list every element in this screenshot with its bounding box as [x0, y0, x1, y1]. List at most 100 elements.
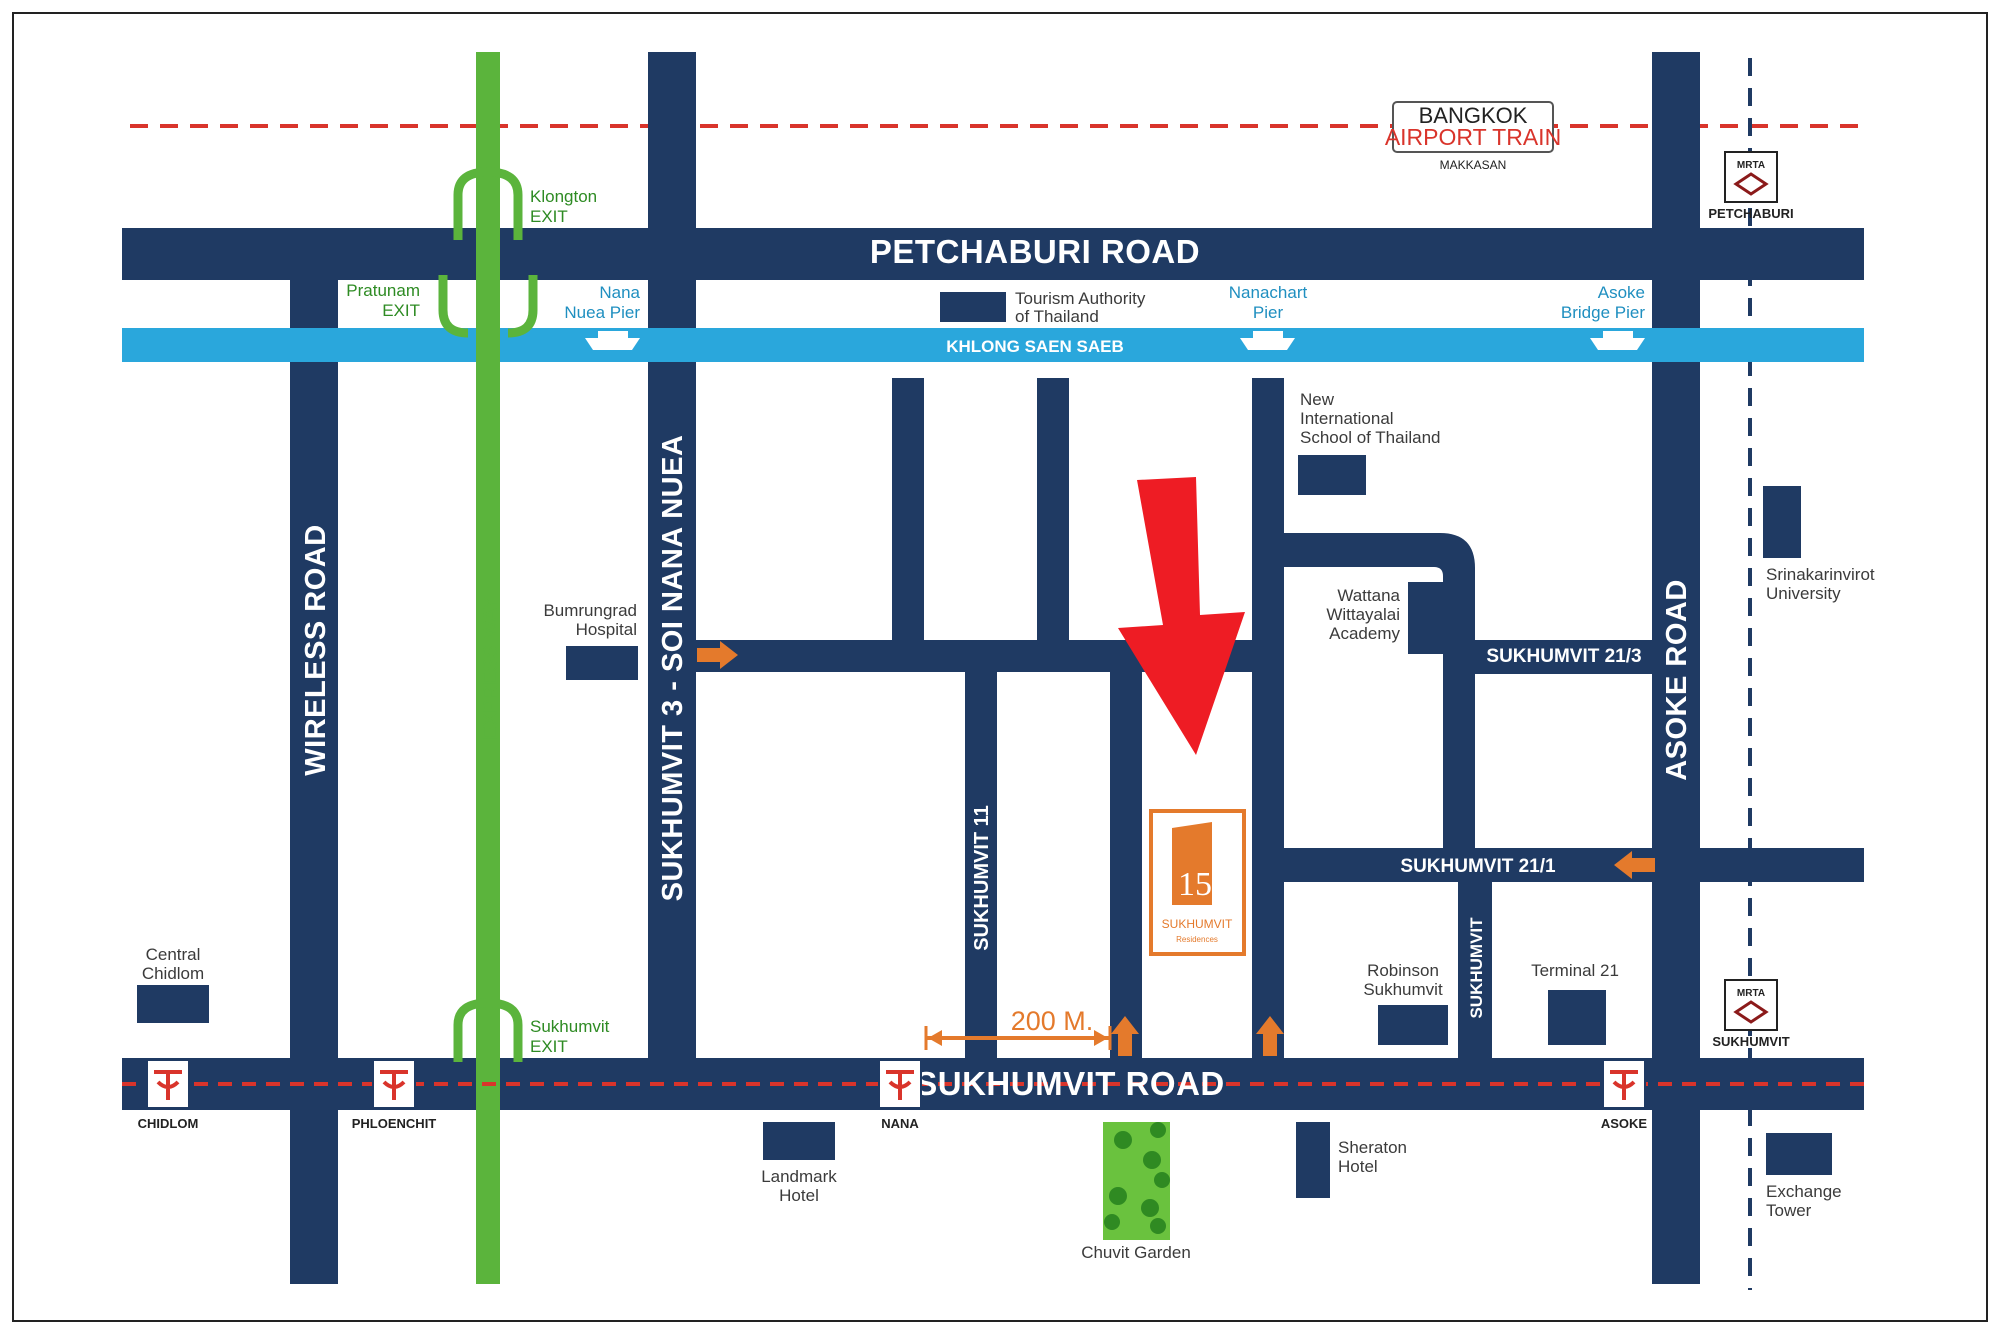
- sheraton-block: [1296, 1122, 1330, 1198]
- bts-asoke-label: ASOKE: [1601, 1116, 1648, 1131]
- 15-sukhumvit-building: 15 SUKHUMVIT Residences: [1149, 809, 1246, 956]
- nist-label-3: School of Thailand: [1300, 428, 1441, 447]
- terminal-21-block: [1548, 990, 1606, 1045]
- boat-icon: [1590, 331, 1645, 350]
- klongton-exit-label-1: Klongton: [530, 187, 597, 206]
- asoke-road-label: ASOKE ROAD: [1661, 579, 1693, 781]
- soi-b: [1037, 378, 1069, 640]
- robinson-label-1: Robinson: [1367, 961, 1439, 980]
- wattana-label-1: Wattana: [1337, 586, 1400, 605]
- distance-marker: [924, 1026, 1112, 1050]
- asoke-bridge-pier-label-2: Bridge Pier: [1561, 303, 1645, 322]
- soi-c: [1110, 665, 1142, 1060]
- sukhumvit-11-road: [965, 665, 997, 1060]
- nist-label-2: International: [1300, 409, 1394, 428]
- mrt-petchaburi-label: PETCHABURI: [1708, 206, 1793, 221]
- sukhumvit-exit-label-1: Sukhumvit: [530, 1017, 610, 1036]
- terminal-21-label: Terminal 21: [1531, 961, 1619, 980]
- nanachart-pier-label-1: Nanachart: [1229, 283, 1308, 302]
- asoke-bridge-pier-label-1: Asoke: [1598, 283, 1645, 302]
- nanachart-pier-label-2: Pier: [1253, 303, 1284, 322]
- wattana-label-2: Wittayalai: [1326, 605, 1400, 624]
- sukhumvit-21-3-road: [1475, 640, 1652, 674]
- srinakarinvirot-label-1: Srinakarinvirot: [1766, 565, 1875, 584]
- pratunam-exit-label-2: EXIT: [382, 301, 420, 320]
- sheraton-label-1: Sheraton: [1338, 1138, 1407, 1157]
- exchange-tower-block: [1766, 1133, 1832, 1175]
- wireless-road-label: WIRELESS ROAD: [300, 524, 332, 775]
- soi-nana-nuea-road: [648, 52, 696, 1062]
- direction-arrow-left: [1614, 851, 1655, 879]
- building-name: SUKHUMVIT: [1162, 917, 1233, 931]
- sukhumvit-21-3-label: SUKHUMVIT 21/3: [1486, 646, 1641, 667]
- central-chidlom-label-1: Central: [146, 945, 201, 964]
- petchaburi-road: [122, 228, 1864, 280]
- bts-chidlom-station: CHIDLOM: [138, 1059, 199, 1131]
- bts-nana-station: NANA: [878, 1059, 922, 1131]
- mrt-petchaburi-station: MRTA PETCHABURI: [1708, 151, 1794, 221]
- srinakarinvirot-block: [1763, 486, 1801, 558]
- location-pointer-arrow: [1118, 477, 1245, 755]
- chuvit-garden-label: Chuvit Garden: [1081, 1243, 1191, 1262]
- sukhumvit-exit-label-2: EXIT: [530, 1037, 568, 1056]
- boat-icon: [1240, 331, 1295, 350]
- soi-a: [892, 378, 924, 640]
- sheraton-label-2: Hotel: [1338, 1157, 1378, 1176]
- exchange-tower-label-2: Tower: [1766, 1201, 1812, 1220]
- pratunam-exit-label-1: Pratunam: [346, 281, 420, 300]
- makkasan-label: MAKKASAN: [1440, 158, 1507, 172]
- soi-nana-nuea-label: SUKHUMVIT 3 - SOI NANA NUEA: [657, 435, 689, 902]
- bts-icon: [886, 1070, 914, 1100]
- exchange-tower-label-1: Exchange: [1766, 1182, 1842, 1201]
- tourism-label-1: Tourism Authority: [1015, 289, 1146, 308]
- nana-nuea-pier-label-2: Nuea Pier: [564, 303, 640, 322]
- bts-icon: [380, 1070, 408, 1100]
- bts-chidlom-label: CHIDLOM: [138, 1116, 199, 1131]
- bts-icon: [1610, 1070, 1638, 1100]
- direction-arrow-right: [697, 641, 738, 669]
- srinakarinvirot-label-2: University: [1766, 584, 1841, 603]
- robinson-label-2: Sukhumvit: [1363, 980, 1443, 999]
- airport-train-line2: AIRPORT TRAIN: [1385, 124, 1561, 150]
- robinson-block: [1378, 1005, 1448, 1045]
- bts-phloenchit-station: PHLOENCHIT: [352, 1059, 437, 1131]
- mrt-icon: [1733, 172, 1769, 196]
- central-chidlom-label-2: Chidlom: [142, 964, 204, 983]
- mrt-icon: [1733, 1000, 1769, 1024]
- sukhumvit-21-1-road: [1268, 848, 1864, 882]
- wattana-label-3: Academy: [1329, 624, 1400, 643]
- nist-block: [1298, 455, 1366, 495]
- nist-label-1: New: [1300, 390, 1335, 409]
- sukhumvit-21-1-label: SUKHUMVIT 21/1: [1400, 856, 1556, 877]
- soi-loop-road: [1268, 533, 1475, 848]
- sukhumvit-11-label: SUKHUMVIT 11: [971, 805, 993, 951]
- mrt-sukhumvit-station: MRTA SUKHUMVIT: [1712, 979, 1790, 1049]
- boat-icon: [585, 331, 640, 350]
- distance-label: 200 M.: [1011, 1006, 1094, 1036]
- mrt-sukhumvit-label: SUKHUMVIT: [1712, 1034, 1789, 1049]
- canal-label: KHLONG SAEN SAEB: [946, 337, 1124, 356]
- direction-arrow-up-1: [1111, 1016, 1139, 1056]
- express-way-label: EXPRESS WAY: [480, 596, 502, 739]
- direction-arrow-up-2: [1256, 1016, 1284, 1056]
- petchaburi-road-label: PETCHABURI ROAD: [870, 233, 1200, 270]
- tourism-label-2: of Thailand: [1015, 307, 1099, 326]
- soi-d: [1252, 378, 1284, 1060]
- sukhumvit-small-road: [1458, 848, 1492, 1060]
- landmark-hotel-label-1: Landmark: [761, 1167, 837, 1186]
- bts-nana-label: NANA: [881, 1116, 919, 1131]
- airport-train-line1: BANGKOK: [1419, 103, 1528, 128]
- bumrungrad-block: [566, 646, 638, 680]
- airport-train-logo: BANGKOK AIRPORT TRAIN MAKKASAN: [1385, 101, 1561, 172]
- wattana-block: [1408, 582, 1446, 654]
- bts-asoke-station: ASOKE: [1601, 1059, 1648, 1131]
- klongton-exit-ramp: [453, 167, 523, 240]
- nana-nuea-pier-label-1: Nana: [599, 283, 640, 302]
- sukhumvit-exit-ramp: [453, 998, 523, 1062]
- tourism-authority-block: [940, 292, 1006, 322]
- klongton-exit-label-2: EXIT: [530, 207, 568, 226]
- bts-phloenchit-label: PHLOENCHIT: [352, 1116, 437, 1131]
- building-number: 15: [1178, 866, 1212, 903]
- express-way: [476, 52, 500, 1284]
